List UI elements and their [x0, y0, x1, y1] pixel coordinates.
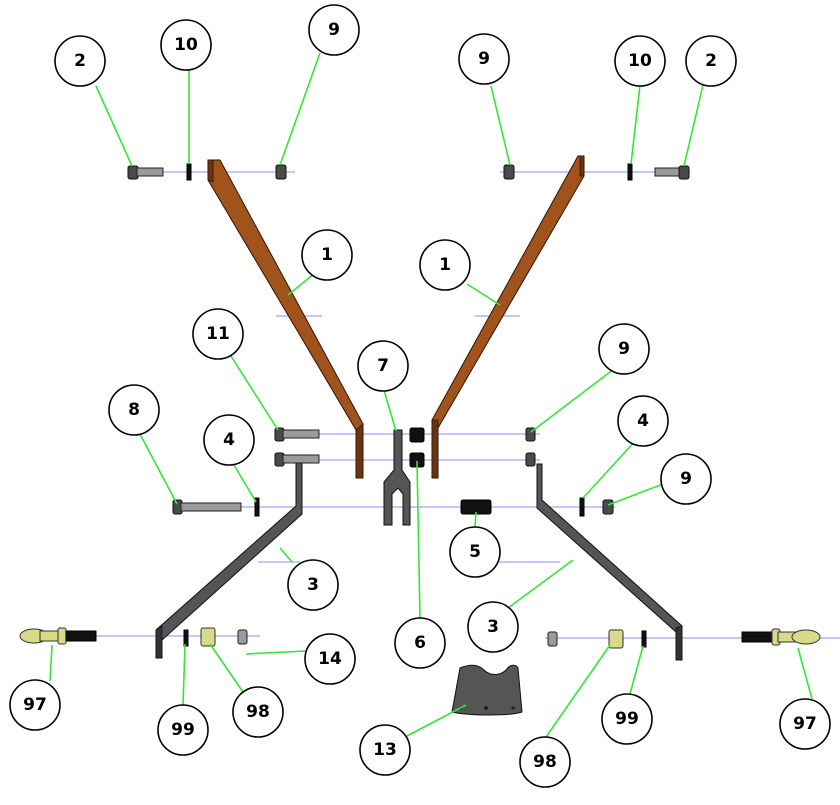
center-bracket — [383, 429, 411, 526]
balloon-label: 2 — [705, 51, 717, 71]
washer-part-4-right — [579, 497, 585, 517]
balloon-9-mid-right: 9 — [598, 323, 650, 375]
balloon-1-right: 1 — [419, 239, 471, 291]
balloon-label: 6 — [414, 633, 426, 653]
cap-left — [237, 629, 248, 645]
balloon-label: 9 — [328, 20, 340, 40]
balloon-label: 10 — [174, 35, 198, 55]
balloon-label: 13 — [373, 740, 397, 760]
balloon-label: 99 — [615, 709, 639, 729]
balloon-10-left: 10 — [160, 19, 212, 71]
balloon-4-left: 4 — [203, 414, 255, 466]
balloon-label: 1 — [321, 245, 333, 265]
washer-right-top — [627, 163, 633, 181]
nuts — [275, 164, 614, 515]
balloon-98-right: 98 — [519, 736, 571, 788]
balloon-label: 4 — [223, 430, 235, 450]
cap-right — [547, 631, 558, 647]
balloon-2-right: 2 — [685, 35, 737, 87]
balloon-label: 4 — [637, 411, 649, 431]
bolt-right-top — [654, 165, 690, 180]
washer-part-4-left — [254, 497, 260, 517]
balloon-9-low-right: 9 — [660, 453, 712, 505]
balloon-3-right: 3 — [467, 601, 519, 653]
balloon-label: 97 — [793, 714, 817, 734]
balloon-5: 5 — [449, 526, 501, 578]
balloon-label: 3 — [307, 575, 319, 595]
balloon-3-left: 3 — [287, 559, 339, 611]
ring-left — [183, 629, 189, 647]
balloon-label: 98 — [533, 752, 557, 772]
bolt-part-11-lower — [274, 452, 320, 467]
bushing-left — [200, 627, 216, 647]
balloon-11: 11 — [192, 308, 244, 360]
bolt-left-top — [127, 165, 164, 180]
balloon-97-left: 97 — [9, 679, 61, 731]
spacers — [409, 427, 425, 468]
balloon-99-left: 99 — [157, 704, 209, 756]
arm-lower-left — [155, 461, 303, 659]
balloon-14: 14 — [304, 633, 356, 685]
balloon-6: 6 — [394, 617, 446, 669]
bolt-part-8 — [172, 499, 242, 515]
balloon-label: 10 — [628, 51, 652, 71]
balloon-label: 14 — [318, 649, 342, 669]
balloon-99-right: 99 — [601, 693, 653, 745]
balloon-9-top-left: 9 — [308, 4, 360, 56]
balloon-label: 8 — [128, 400, 140, 420]
ring-right — [641, 630, 647, 648]
balloon-label: 7 — [377, 356, 389, 376]
balloon-9-top-right: 9 — [458, 33, 510, 85]
balloon-label: 97 — [23, 695, 47, 715]
leader-lines — [49, 52, 813, 738]
balloon-label: 9 — [618, 339, 630, 359]
balloon-label: 5 — [469, 542, 481, 562]
balloon-label: 9 — [478, 49, 490, 69]
balloon-label: 9 — [680, 469, 692, 489]
balloon-2-left: 2 — [54, 35, 106, 87]
balloon-label: 1 — [439, 255, 451, 275]
balloon-label: 3 — [487, 617, 499, 637]
balloon-10-right: 10 — [614, 35, 666, 87]
bushing-right — [608, 629, 624, 649]
balloon-4-right: 4 — [617, 395, 669, 447]
washer-left-top — [186, 163, 192, 181]
arm-upper-right — [431, 155, 585, 479]
bolt-part-11 — [274, 427, 320, 442]
pin-right — [741, 628, 821, 646]
block-part-5 — [460, 499, 492, 515]
balloon-label: 2 — [74, 51, 86, 71]
balloon-1-left: 1 — [301, 229, 353, 281]
balloon-label: 11 — [206, 324, 230, 344]
arm-upper-left — [207, 159, 364, 479]
balloon-97-right: 97 — [779, 698, 831, 750]
balloon-label: 99 — [171, 720, 195, 740]
balloon-13: 13 — [359, 724, 411, 776]
pin-left — [19, 627, 97, 645]
balloon-label: 98 — [246, 702, 270, 722]
arm-lower-right — [536, 463, 683, 661]
balloon-8: 8 — [108, 384, 160, 436]
balloon-98-left: 98 — [232, 686, 284, 738]
balloon-7: 7 — [357, 340, 409, 392]
